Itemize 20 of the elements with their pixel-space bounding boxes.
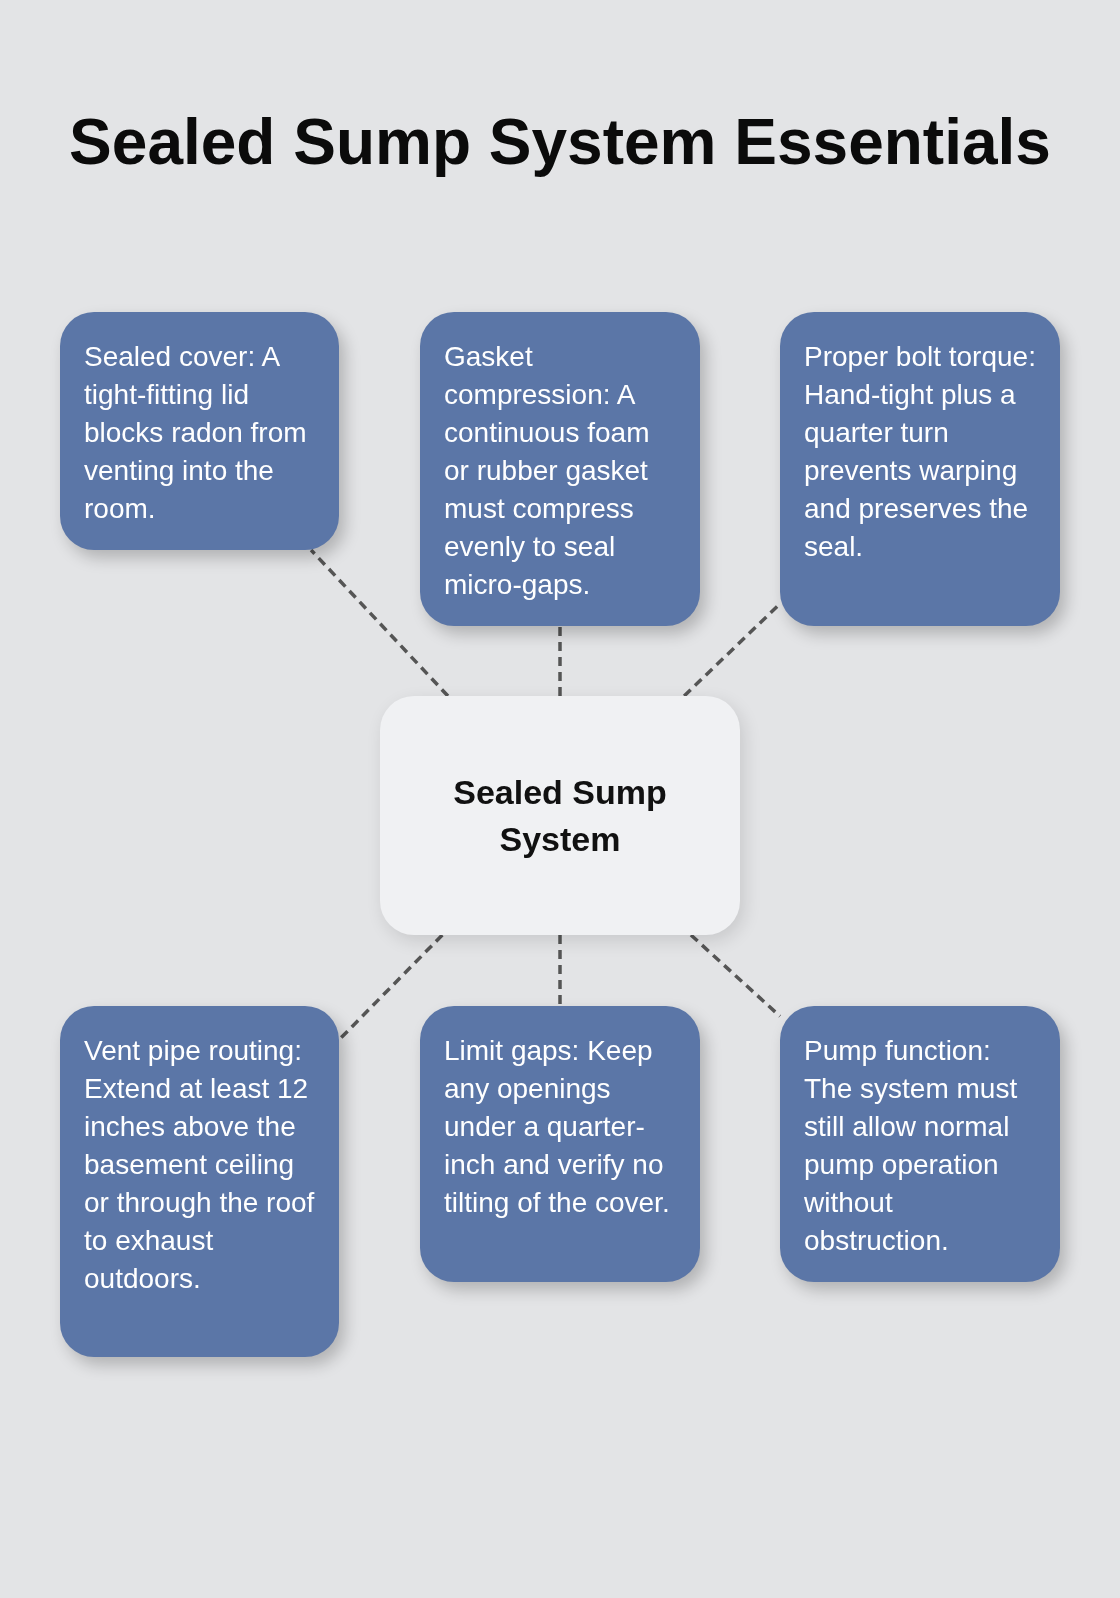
topic-card xyxy=(420,312,700,626)
dashed-connector xyxy=(309,548,450,698)
title: Sealed Sump System Essentials xyxy=(68,105,1052,179)
card-text: Proper bolt torque: Hand-tight plus a quarter turn prevents warping and preserves the seal. xyxy=(804,341,1036,562)
dashed-connector xyxy=(689,933,782,1018)
card-text: Sealed cover: A tight-fitting lid blocks radon from venting into the room. xyxy=(84,341,307,524)
topic-card xyxy=(780,312,1060,626)
card-text: Pump function: The system must still allow normal pump operation without obstruction. xyxy=(804,1035,1018,1256)
topic-card xyxy=(780,1006,1060,1282)
card-text: Gasket compression: A continuous foam or rubber gasket must compress evenly to seal micro-gaps. xyxy=(444,341,650,600)
central-topic-card xyxy=(380,696,740,935)
card-text: Limit gaps: Keep any openings under a quarter-inch and verify no tilting of the cover. xyxy=(444,1035,670,1218)
dashed-connector xyxy=(337,933,444,1042)
topic-card xyxy=(60,312,339,550)
topic-card xyxy=(60,1006,339,1357)
central-topic: Sealed Sump System xyxy=(452,771,668,860)
topic-card xyxy=(420,1006,700,1282)
card-text: Vent pipe routing: Extend at least 12 inches above the basement ceiling or through the roof to exhaust outdoors. xyxy=(84,1035,315,1294)
dashed-connector xyxy=(558,626,562,696)
dashed-connector xyxy=(558,935,562,1006)
